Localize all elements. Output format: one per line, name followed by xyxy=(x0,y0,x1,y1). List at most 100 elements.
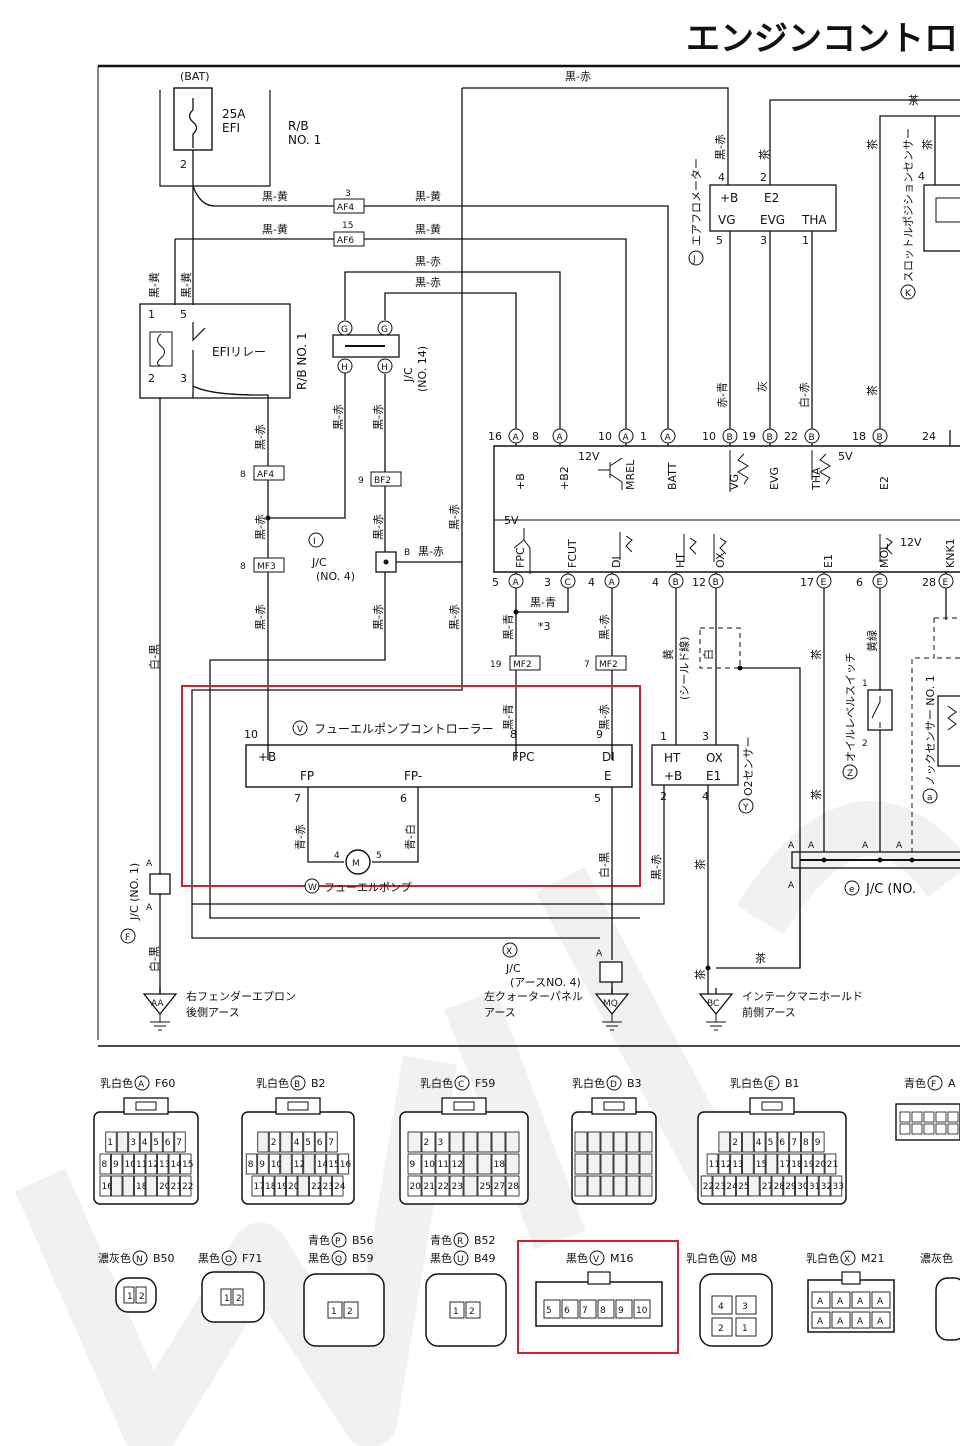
connector-pin-cell xyxy=(122,1153,134,1175)
connector-af4b-label: AF4 xyxy=(257,470,274,480)
connector-pin-cell xyxy=(128,1131,140,1153)
connector-pin-number: 25 xyxy=(738,1182,749,1192)
connector-pin-number: 7 xyxy=(328,1138,334,1148)
ecu-pin-name: E2 xyxy=(878,476,891,490)
connector-mf2-b xyxy=(595,655,627,671)
connector-pin-cell xyxy=(168,1153,180,1175)
connector-pin-cell xyxy=(449,1131,464,1153)
connector-pin-cell xyxy=(232,1288,244,1306)
ecu-pin-num: 4 xyxy=(588,576,595,589)
connector-pin-number: 15 xyxy=(756,1160,767,1170)
connector-color: 濃灰色 xyxy=(920,1251,953,1265)
wire-relay-ground: 白-黒 xyxy=(147,644,161,670)
connector-letter: W xyxy=(724,1255,733,1265)
connector-code: B59 xyxy=(352,1252,374,1265)
ctrl-label-fp: FP xyxy=(300,769,314,783)
connector-code: B2 xyxy=(311,1077,326,1090)
connector-af6-label: AF6 xyxy=(337,236,354,246)
connector-pin-cell xyxy=(449,1301,465,1319)
connector-pin-cell xyxy=(465,1301,481,1319)
connector-pin-cell xyxy=(421,1131,436,1153)
connector-pin-cell xyxy=(505,1153,520,1175)
connector-pin-cell xyxy=(600,1175,614,1197)
connector-pin-number: 17 xyxy=(779,1160,790,1170)
connector-pin-number: 3 xyxy=(438,1138,444,1148)
rb-no: NO. 1 xyxy=(288,133,321,147)
jc1-circle-label: F xyxy=(125,933,130,943)
wire-jc4-down: 黒-赤 xyxy=(372,604,385,630)
connector-pin-cell xyxy=(639,1153,653,1175)
connector-pin-cell xyxy=(824,1153,837,1175)
connector-pin-cell xyxy=(639,1175,653,1197)
connector-pin-cell xyxy=(291,1153,304,1175)
connector-pin-number: 12 xyxy=(294,1160,305,1170)
o2-name: O2センサー xyxy=(742,736,755,796)
jce-circle xyxy=(844,880,860,896)
connector-pin-number: 1 xyxy=(453,1307,459,1317)
airflow-label-tha: THA xyxy=(801,213,827,227)
connector-color: 濃灰色 xyxy=(98,1251,131,1265)
connector-letter: Q xyxy=(335,1255,342,1265)
connector-code: B50 xyxy=(153,1252,175,1265)
connector-pin-number: 11 xyxy=(709,1160,720,1170)
oil-switch-icon xyxy=(871,696,881,728)
connector-pin-cell xyxy=(574,1175,588,1197)
connector-pin-cell xyxy=(600,1153,614,1175)
pin-h2 xyxy=(377,358,393,374)
connector-letter: R xyxy=(457,1237,463,1247)
ecu-pin-connector xyxy=(762,428,778,444)
ecu-pin-connector-letter: A xyxy=(513,578,520,588)
connector-pin-cell xyxy=(337,1153,350,1175)
ground-symbol-icon xyxy=(698,993,734,1016)
mf2-a-pin: 19 xyxy=(490,660,502,670)
wire-e1-b: 茶 xyxy=(810,789,823,800)
connector-pin-number: A xyxy=(877,1317,884,1327)
wire-mol: 黄緑 xyxy=(865,630,879,652)
pump-controller-box xyxy=(245,744,633,788)
airflow-label-b: +B xyxy=(720,191,738,205)
connector-pin-number: 25 xyxy=(480,1182,491,1192)
relay-pin-5: 5 xyxy=(180,308,187,321)
ecu-pin-connector-letter: A xyxy=(513,433,520,443)
ctrl-label-e: E xyxy=(604,769,612,783)
wire-af4-right: 黒-黄 xyxy=(415,189,441,203)
connector-pin-number: 2 xyxy=(347,1307,353,1317)
connector-pin-cell xyxy=(771,1175,784,1197)
connector-pin-number: 1 xyxy=(742,1324,748,1334)
jce-bar xyxy=(791,851,960,869)
oil-circle-label: Z xyxy=(847,769,853,779)
connector-pin-number: 20 xyxy=(815,1160,827,1170)
star3: *3 xyxy=(538,620,551,633)
ground-code: MQ xyxy=(603,999,618,1009)
wire-e-ground: 白-黒 xyxy=(597,852,611,878)
ecu-pin-connector xyxy=(618,428,634,444)
connector-pin-number: 19 xyxy=(803,1160,815,1170)
ecu-pin-name: HT xyxy=(674,553,687,568)
wire-throttle-b: 茶 xyxy=(921,139,934,150)
wire-airflow-e2: 茶 xyxy=(758,149,771,160)
connector-pin-cell xyxy=(174,1131,186,1153)
jcx-label: J/C xyxy=(505,962,521,975)
connector-letter: U xyxy=(457,1255,464,1265)
connector-pin-number: 16 xyxy=(102,1182,114,1192)
connector-letter: X xyxy=(844,1255,850,1265)
pin-g1-label: G xyxy=(341,325,348,335)
airflow-circle xyxy=(688,250,704,266)
connector-pin-number: 18 xyxy=(265,1182,277,1192)
connector-pin-cell xyxy=(407,1131,422,1153)
ecu-12v-mol: 12V xyxy=(900,536,922,549)
ecu-pin-connector-letter: A xyxy=(623,433,630,443)
connector-pin-number: 15 xyxy=(182,1160,193,1170)
pump-circle-label: W xyxy=(308,883,317,893)
ecu-pin-name: +B xyxy=(514,473,527,490)
connector-pin-cell xyxy=(753,1153,766,1175)
connector-pin-number: 9 xyxy=(259,1160,265,1170)
ecu-pin-num: 3 xyxy=(544,576,551,589)
connector-pin-number: A xyxy=(837,1317,844,1327)
connector-pin-number: 17 xyxy=(254,1182,265,1192)
connector-pin-number: 2 xyxy=(718,1324,724,1334)
ctrl-pin-6: 6 xyxy=(400,792,407,805)
connector-pin-number: 27 xyxy=(762,1182,773,1192)
wire-g-top2: 黒-赤 xyxy=(415,276,441,289)
jcx-circle-label: X xyxy=(506,947,512,957)
